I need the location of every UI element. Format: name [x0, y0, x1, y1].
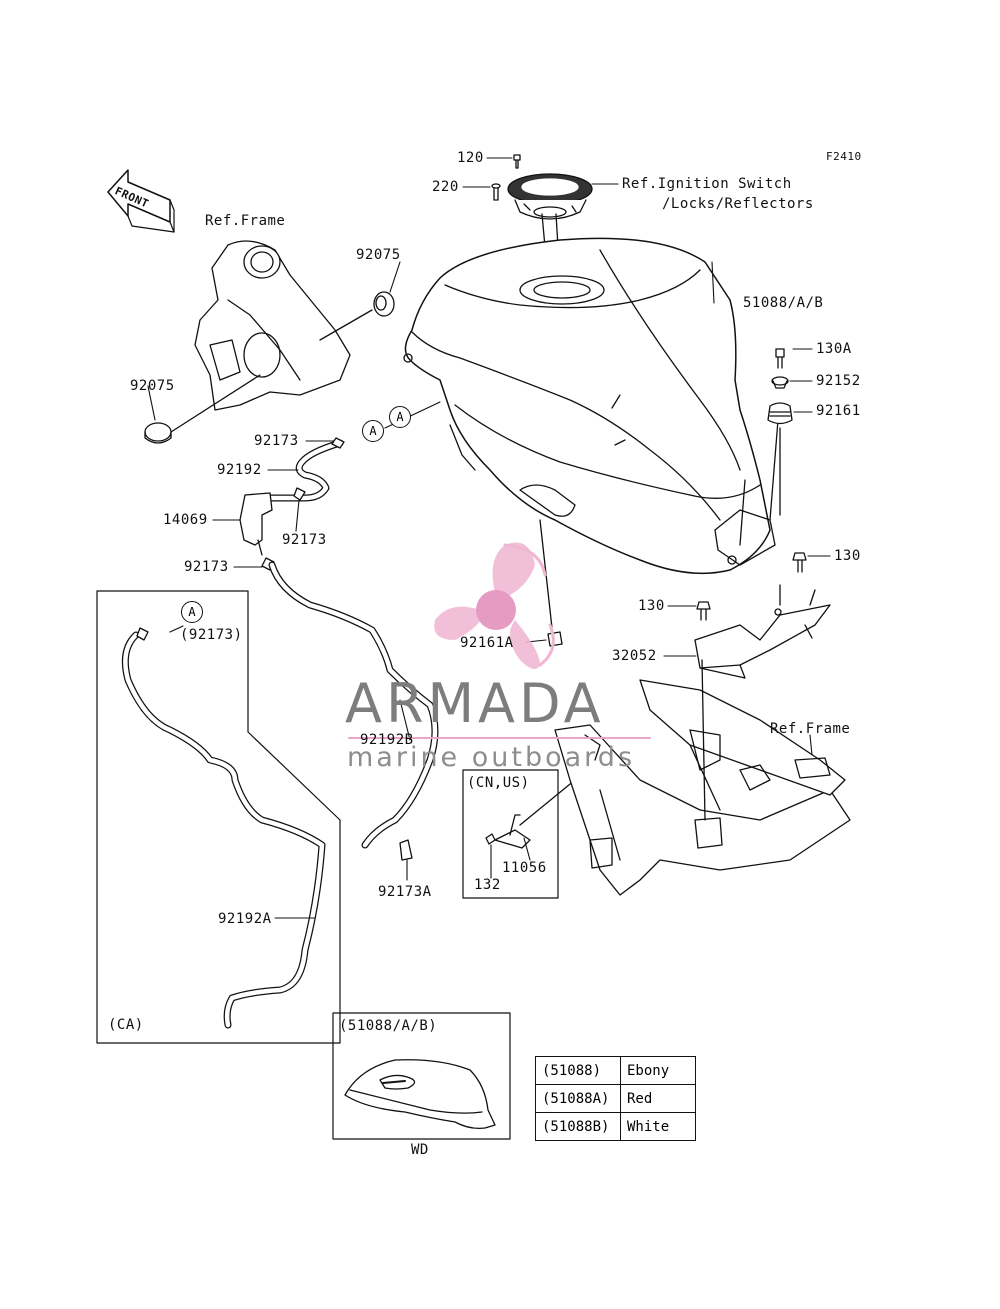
- damper-92161a: [547, 631, 563, 647]
- callout-132: 132: [474, 877, 501, 893]
- tank-wd-inset: [332, 1012, 511, 1140]
- callout-120: 120: [457, 150, 484, 166]
- callout-92173a: 92173A: [378, 884, 432, 900]
- callout-ref-frame-bottom: Ref.Frame: [770, 721, 851, 737]
- table-row: (51088A) Red: [535, 1084, 696, 1113]
- callout-130-left: 130: [638, 598, 665, 614]
- fuel-cap: [507, 173, 593, 281]
- callout-92173-low: 92173: [184, 559, 229, 575]
- callout-11056: 11056: [502, 860, 547, 876]
- callout-ref-ignition-1: Ref.Ignition Switch: [622, 176, 792, 192]
- callout-92075-right: 92075: [356, 247, 401, 263]
- armada-logo-icon: [434, 542, 555, 669]
- ca-variant-box: [96, 590, 341, 1044]
- marker-a-1: A: [362, 420, 384, 442]
- bolt-120: [513, 154, 521, 169]
- callout-ref-ignition-2: /Locks/Reflectors: [662, 196, 814, 212]
- callout-92192: 92192: [217, 462, 262, 478]
- watermark-brand: ARMADA: [345, 672, 605, 735]
- grommet-92075-left: [144, 374, 261, 444]
- right-mount-parts: [767, 348, 793, 516]
- callout-ca: (CA): [108, 1017, 144, 1033]
- callout-92173-upper: 92173: [254, 433, 299, 449]
- figure-code: F2410: [826, 150, 862, 163]
- callout-92161a: 92161A: [460, 635, 514, 651]
- callout-92075-left: 92075: [130, 378, 175, 394]
- callout-92161: 92161: [816, 403, 861, 419]
- marker-a-3: A: [181, 601, 203, 623]
- callout-92173-paren: (92173): [180, 627, 243, 643]
- valve-14069: [239, 492, 273, 556]
- cn-us-variant-box: [462, 769, 576, 899]
- grommet-92075-right: [373, 291, 395, 317]
- callout-92173-mid: 92173: [282, 532, 327, 548]
- marker-a-2: A: [389, 406, 411, 428]
- callout-ref-frame-top: Ref.Frame: [205, 213, 286, 229]
- table-row: (51088B) White: [535, 1112, 696, 1141]
- callout-92192b: 92192B: [360, 732, 414, 748]
- breather-hose-92192: [266, 439, 344, 502]
- callout-220: 220: [432, 179, 459, 195]
- callout-92192a: 92192A: [218, 911, 272, 927]
- table-cell-color: White: [620, 1112, 696, 1141]
- inset-title: (51088/A/B): [339, 1018, 438, 1034]
- callout-92152: 92152: [816, 373, 861, 389]
- callout-32052: 32052: [612, 648, 657, 664]
- watermark-tagline: marine outboards: [347, 742, 636, 773]
- callout-130-right: 130: [834, 548, 861, 564]
- callout-14069: 14069: [163, 512, 208, 528]
- table-cell-code: (51088B): [535, 1112, 621, 1141]
- inset-wd: WD: [411, 1142, 429, 1158]
- color-table: (51088) Ebony (51088A) Red (51088B) Whit…: [535, 1056, 696, 1141]
- bolt-130: [696, 552, 807, 621]
- table-row: (51088) Ebony: [535, 1056, 696, 1085]
- bracket-32052: [694, 584, 831, 821]
- drain-hose-92192b: [268, 561, 439, 849]
- frame-front-section: [194, 240, 373, 411]
- fuel-tank: [403, 237, 779, 629]
- bolt-220: [491, 183, 501, 201]
- callout-cn-us: (CN,US): [467, 775, 530, 791]
- callout-51088: 51088/A/B: [743, 295, 824, 311]
- rear-frame: [554, 679, 851, 896]
- table-cell-code: (51088A): [535, 1084, 621, 1113]
- hose-end-92173a: [399, 839, 413, 861]
- table-cell-code: (51088): [535, 1056, 621, 1085]
- callout-130a: 130A: [816, 341, 852, 357]
- front-arrow-icon: [107, 169, 175, 233]
- table-cell-color: Ebony: [620, 1056, 696, 1085]
- table-cell-color: Red: [620, 1084, 696, 1113]
